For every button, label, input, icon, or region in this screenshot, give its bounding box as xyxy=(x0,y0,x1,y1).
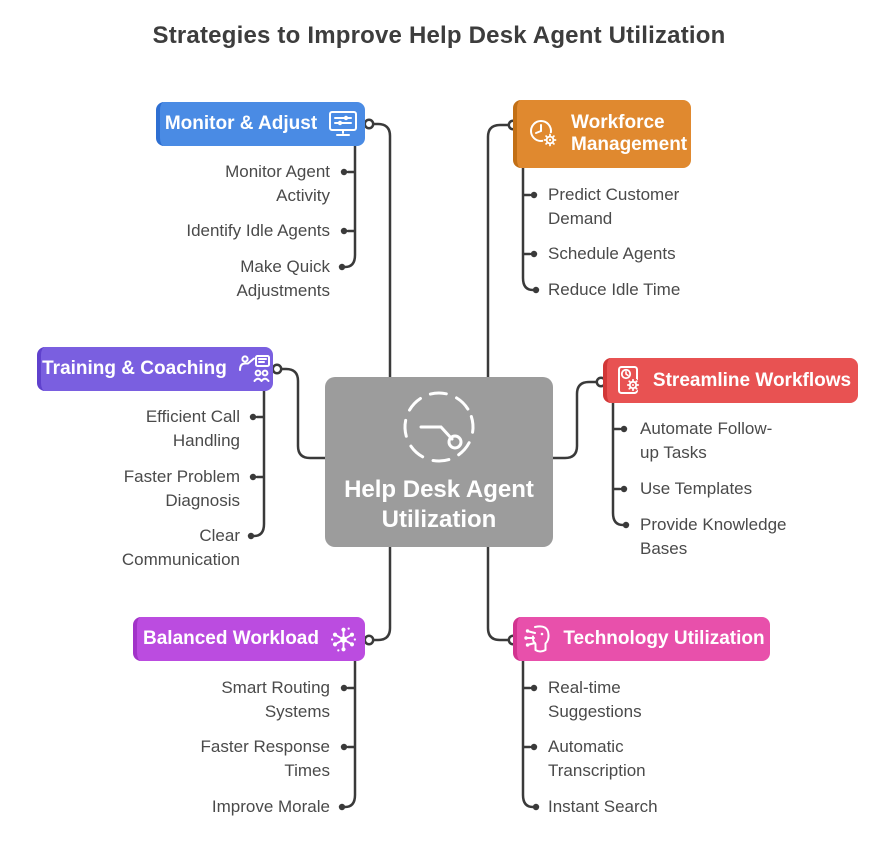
item-smart-routing-systems: Smart Routing Systems xyxy=(221,678,330,721)
spine-workforce xyxy=(521,166,535,292)
spine-balanced xyxy=(343,659,357,809)
branch-training-coaching: Training & Coaching xyxy=(37,347,273,391)
connector-balanced-center xyxy=(371,544,392,642)
item-instant-search: Instant Search xyxy=(548,797,658,816)
connector-streamline-center xyxy=(550,380,599,460)
monitor-settings-icon xyxy=(329,111,358,136)
branch-streamline-workflows: Streamline Workflows xyxy=(603,358,858,403)
spine-streamline xyxy=(611,401,625,527)
branch-technology-utilization-label: Technology Utilization xyxy=(563,628,765,649)
item-use-templates: Use Templates xyxy=(640,479,753,498)
center-node-label: Help Desk Agent Utilization xyxy=(344,476,534,533)
spine-technology xyxy=(521,659,535,809)
branch-technology-utilization: Technology Utilization xyxy=(513,617,770,661)
item-faster-problem-diagnosis: Faster Problem Diagnosis xyxy=(123,467,240,510)
connector-monitor-center xyxy=(371,122,392,380)
item-schedule-agents: Schedule Agents xyxy=(548,244,676,263)
item-monitor-agent-activity: Monitor Agent Activity xyxy=(225,162,330,205)
item-automatic-transcription: Automatic Transcription xyxy=(548,737,646,780)
item-reduce-idle-time: Reduce Idle Time xyxy=(548,280,681,299)
spine-training xyxy=(252,389,266,538)
connector-technology-center xyxy=(486,544,511,642)
item-make-quick-adjustments: Make Quick Adjustments xyxy=(236,257,330,300)
branch-balanced-workload: Balanced Workload xyxy=(133,617,365,661)
connector-training-center xyxy=(279,367,328,460)
training-presentation-icon xyxy=(238,354,270,382)
gauge-clock-icon xyxy=(403,391,475,463)
branch-workforce-management: Workforce Management xyxy=(513,100,691,168)
item-faster-response-times: Faster Response Times xyxy=(200,737,330,780)
network-hub-icon xyxy=(330,627,356,651)
branch-training-coaching-label: Training & Coaching xyxy=(42,358,227,379)
item-efficient-call-handling: Efficient Call Handling xyxy=(145,407,240,450)
branch-monitor-adjust: Monitor & Adjust xyxy=(156,102,365,146)
document-gear-icon xyxy=(617,365,640,394)
branch-workforce-management-label: Workforce Management xyxy=(571,112,688,155)
center-node: Help Desk Agent Utilization xyxy=(325,377,553,547)
branch-monitor-adjust-label: Monitor & Adjust xyxy=(164,113,318,134)
item-improve-morale: Improve Morale xyxy=(211,797,330,816)
ai-head-icon xyxy=(524,625,550,653)
clock-gear-icon xyxy=(530,120,557,147)
branch-streamline-workflows-label: Streamline Workflows xyxy=(652,369,852,391)
spine-monitor xyxy=(343,144,357,269)
page-title: Strategies to Improve Help Desk Agent Ut… xyxy=(152,22,726,49)
connector-workforce-center xyxy=(486,123,511,380)
branch-balanced-workload-label: Balanced Workload xyxy=(143,628,319,649)
item-identify-idle-agents: Identify Idle Agents xyxy=(186,221,330,240)
item-real-time-suggestions: Real-time Suggestions xyxy=(548,678,642,721)
item-predict-customer-demand: Predict Customer Demand xyxy=(548,185,680,228)
item-automate-follow-up-tasks: Automate Follow- up Tasks xyxy=(640,419,773,462)
item-clear-communication: Clear Communication xyxy=(121,526,240,569)
item-provide-knowledge-bases: Provide Knowledge Bases xyxy=(640,515,787,558)
